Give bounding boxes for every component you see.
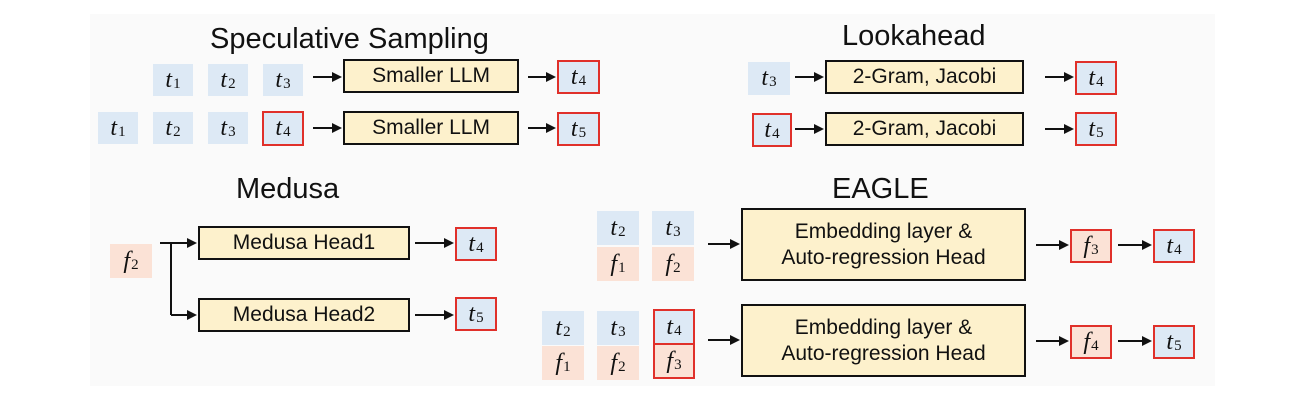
medusa-head2-label: Medusa Head2 — [232, 303, 376, 327]
speculative-sampling-title: Speculative Sampling — [210, 23, 489, 55]
eagle-row2-box-line2: Auto-regression Head — [781, 341, 986, 365]
eagle-row1-box-line2: Auto-regression Head — [781, 245, 986, 269]
lookahead-row2-box-label: 2-Gram, Jacobi — [852, 117, 997, 141]
medusa-head1-label: Medusa Head1 — [232, 231, 376, 255]
eagle-row2-embedding-box: Embedding layer & Auto-regression Head — [741, 304, 1026, 377]
spec-row1-smaller-llm-box: Smaller LLM — [343, 59, 519, 93]
eagle-title: EAGLE — [832, 173, 929, 205]
eagle-row1-box-line1: Embedding layer & — [794, 220, 973, 244]
spec-row1-box-label: Smaller LLM — [372, 64, 490, 88]
medusa-title: Medusa — [236, 173, 340, 205]
lookahead-title: Lookahead — [842, 20, 986, 52]
eagle-row1-embedding-box: Embedding layer & Auto-regression Head — [741, 208, 1026, 281]
spec-row2-box-label: Smaller LLM — [372, 116, 490, 140]
medusa-head1-box: Medusa Head1 — [198, 226, 410, 260]
eagle-row1-box-text: Embedding layer & Auto-regression Head — [781, 219, 985, 269]
medusa-head2-box: Medusa Head2 — [198, 298, 410, 332]
lookahead-row2-2gram-jacobi-box: 2-Gram, Jacobi — [825, 112, 1024, 146]
eagle-row2-box-line1: Embedding layer & — [794, 316, 973, 340]
spec-row2-smaller-llm-box: Smaller LLM — [343, 111, 519, 145]
lookahead-row1-2gram-jacobi-box: 2-Gram, Jacobi — [825, 60, 1024, 94]
eagle-row2-box-text: Embedding layer & Auto-regression Head — [781, 315, 985, 365]
lookahead-row1-box-label: 2-Gram, Jacobi — [852, 65, 997, 89]
